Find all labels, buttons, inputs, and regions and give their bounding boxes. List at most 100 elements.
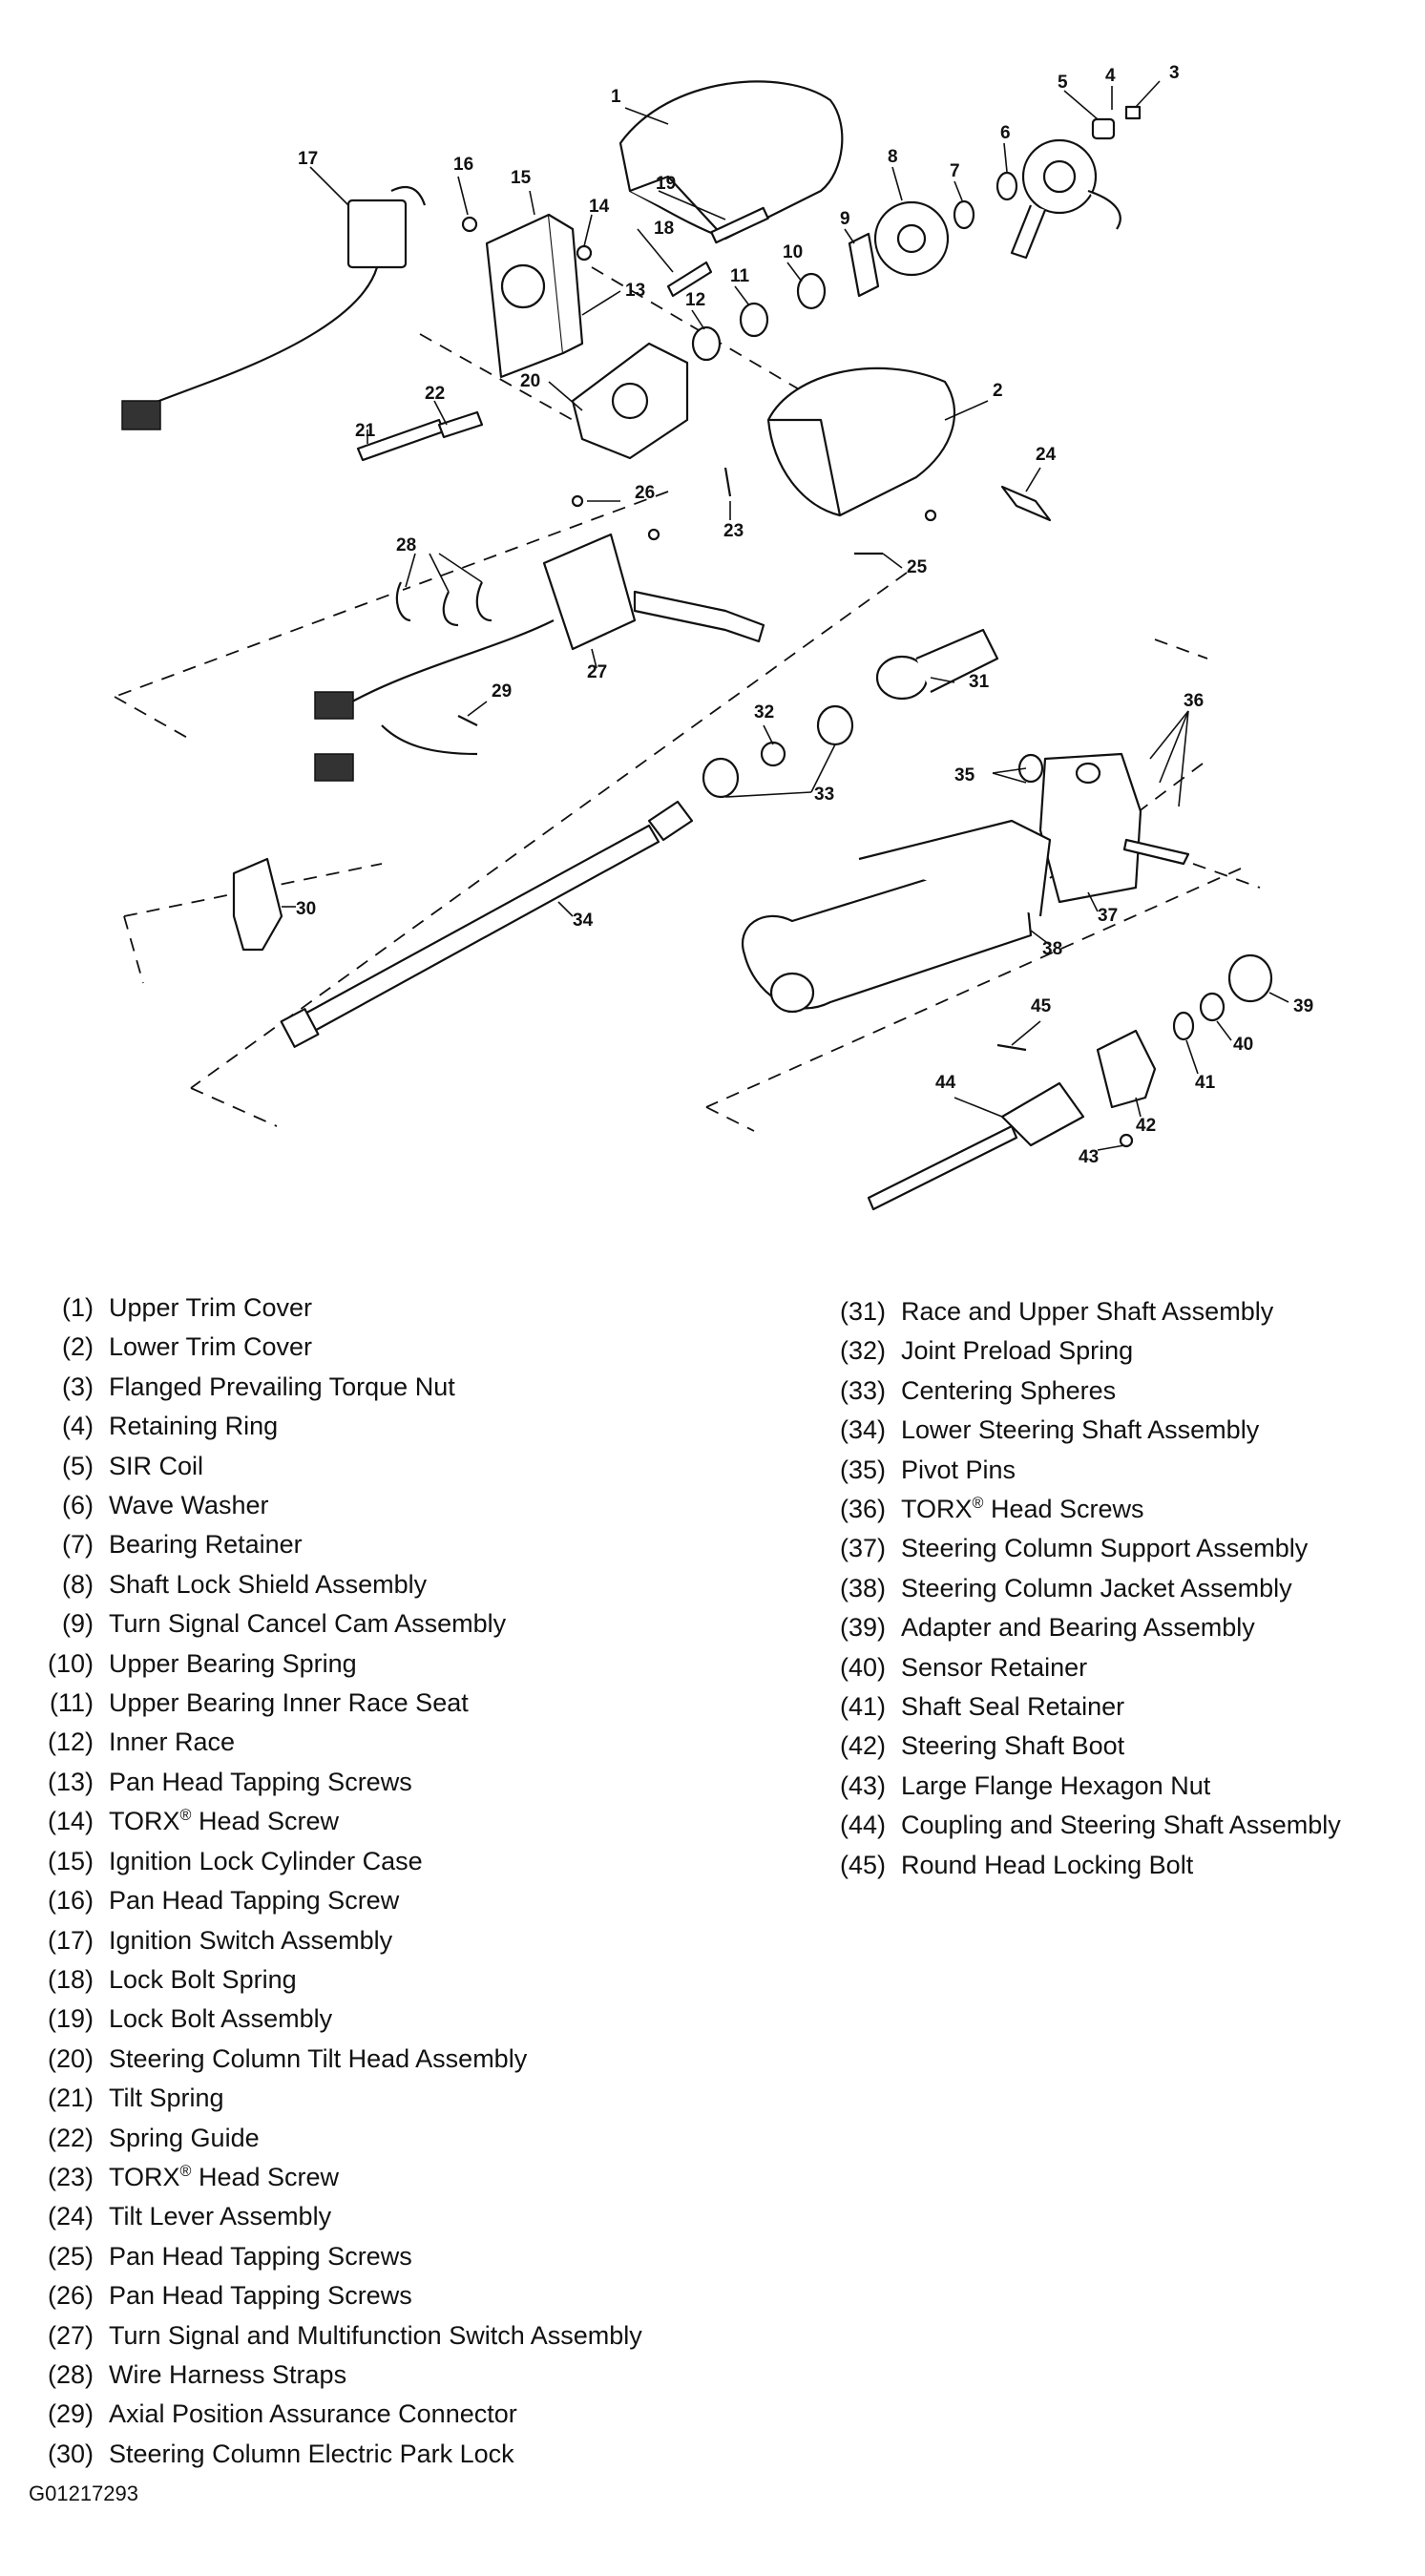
legend-item-name: Centering Spheres bbox=[901, 1375, 1117, 1405]
legend-item-name: TORX® Head Screws bbox=[901, 1495, 1144, 1524]
legend-item: (21)Tilt Spring bbox=[29, 2079, 643, 2118]
legend-item-name: Tilt Lever Assembly bbox=[109, 2202, 332, 2231]
callout-13: 13 bbox=[625, 281, 645, 301]
legend-item-number: (31) bbox=[839, 1297, 886, 1326]
legend-item: (15)Ignition Lock Cylinder Case bbox=[29, 1842, 643, 1881]
callout-1: 1 bbox=[611, 87, 621, 107]
legend-item-number: (3) bbox=[62, 1372, 94, 1401]
callout-labels: 1234567891011121314151617181920212223242… bbox=[296, 63, 1313, 1167]
lower-trim-cover bbox=[766, 367, 989, 517]
legend-item-number: (19) bbox=[47, 2004, 94, 2034]
legend-item-name: Lower Steering Shaft Assembly bbox=[901, 1415, 1260, 1445]
legend-item-name: Pivot Pins bbox=[901, 1455, 1016, 1484]
legend-item-number: (35) bbox=[839, 1455, 886, 1484]
legend-item: (26) Pan Head Tapping Screws bbox=[29, 2276, 643, 2315]
callout-34: 34 bbox=[573, 911, 594, 931]
legend-item-number: (33) bbox=[839, 1375, 886, 1405]
legend-left-column: (1)Upper Trim Cover(2)Lower Trim Cover(3… bbox=[29, 1288, 643, 2474]
callout-42: 42 bbox=[1136, 1116, 1156, 1136]
callout-16: 16 bbox=[453, 155, 473, 175]
legend-item-number: (36) bbox=[839, 1495, 886, 1524]
race-and-spheres bbox=[702, 628, 999, 799]
legend-item-number: (2) bbox=[62, 1332, 94, 1362]
legend-item-number: (45) bbox=[839, 1850, 886, 1879]
callout-27: 27 bbox=[587, 662, 607, 682]
legend-item: (45)Round Head Locking Bolt bbox=[821, 1846, 1341, 1885]
legend-item-number: (8) bbox=[62, 1569, 94, 1599]
legend-item-name: Ignition Lock Cylinder Case bbox=[109, 1846, 423, 1875]
callout-30: 30 bbox=[296, 899, 316, 919]
legend-item-name: Ignition Switch Assembly bbox=[109, 1925, 393, 1955]
legend-item-number: (44) bbox=[839, 1811, 886, 1840]
legend-item: (37)Steering Column Support Assembly bbox=[821, 1529, 1341, 1568]
callout-35: 35 bbox=[954, 765, 975, 785]
legend-item-number: (13) bbox=[47, 1767, 94, 1796]
callout-5: 5 bbox=[1058, 73, 1068, 93]
lock-cylinder-group bbox=[457, 176, 769, 379]
legend-item: (4)Retaining Ring bbox=[29, 1407, 643, 1446]
legend-item-name: Retaining Ring bbox=[109, 1412, 279, 1441]
legend-item-name: Race and Upper Shaft Assembly bbox=[901, 1297, 1274, 1326]
legend-item: (40)Sensor Retainer bbox=[821, 1648, 1341, 1687]
legend-item: (17) Ignition Switch Assembly bbox=[29, 1921, 643, 1960]
jacket-and-support bbox=[742, 710, 1190, 1014]
legend-item: (43)Large Flange Hexagon Nut bbox=[821, 1767, 1341, 1806]
legend-item-name: Joint Preload Spring bbox=[901, 1336, 1134, 1366]
legend-item: (34) Lower Steering Shaft Assembly bbox=[821, 1411, 1341, 1450]
callout-11: 11 bbox=[730, 266, 750, 286]
callout-39: 39 bbox=[1293, 996, 1313, 1016]
callout-31: 31 bbox=[969, 672, 990, 692]
legend-item: (5)SIR Coil bbox=[29, 1447, 643, 1486]
electric-park-lock bbox=[232, 857, 296, 952]
legend-right-column: (31) Race and Upper Shaft Assembly (32)Joi… bbox=[821, 1292, 1341, 1885]
callout-37: 37 bbox=[1098, 906, 1118, 926]
legend-item-number: (25) bbox=[47, 2241, 94, 2271]
callout-19: 19 bbox=[656, 174, 676, 194]
callout-43: 43 bbox=[1079, 1147, 1099, 1167]
legend-item-number: (14) bbox=[47, 1807, 94, 1836]
callout-29: 29 bbox=[492, 681, 512, 702]
legend-item-number: (20) bbox=[47, 2043, 94, 2073]
legend-item-number: (26) bbox=[47, 2281, 94, 2311]
tilt-head-group bbox=[356, 342, 732, 520]
legend-item-name: Turn Signal Cancel Cam Assembly bbox=[109, 1609, 507, 1639]
coupling-group bbox=[867, 953, 1289, 1211]
legend-item: (29)Axial Position Assurance Connector bbox=[29, 2395, 643, 2434]
callout-33: 33 bbox=[814, 785, 834, 805]
legend-item-name: Pan Head Tapping Screws bbox=[109, 2281, 412, 2311]
legend-item: (36) TORX® Head Screws bbox=[821, 1490, 1341, 1529]
legend-item-number: (17) bbox=[47, 1925, 94, 1955]
legend-item: (10)Upper Bearing Spring bbox=[29, 1644, 643, 1684]
legend-item: (7)Bearing Retainer bbox=[29, 1525, 643, 1564]
legend-item-name: TORX® Head Screw bbox=[109, 1807, 340, 1836]
legend-item: (39)Adapter and Bearing Assembly bbox=[821, 1608, 1341, 1647]
legend-item-number: (22) bbox=[47, 2123, 94, 2152]
legend-item-number: (5) bbox=[62, 1451, 94, 1480]
callout-10: 10 bbox=[783, 242, 803, 262]
legend-item-number: (41) bbox=[839, 1692, 886, 1722]
legend-item-name: Upper Trim Cover bbox=[109, 1293, 313, 1322]
legend-item: (30)Steering Column Electric Park Lock bbox=[29, 2435, 643, 2474]
legend-item: (8)Shaft Lock Shield Assembly bbox=[29, 1565, 643, 1604]
legend-item-name: Lower Trim Cover bbox=[109, 1332, 313, 1362]
callout-26: 26 bbox=[635, 483, 655, 503]
legend-item-name: Steering Column Tilt Head Assembly bbox=[109, 2043, 528, 2073]
coil-and-retainer-group bbox=[691, 80, 1161, 362]
legend-item-number: (34) bbox=[839, 1415, 886, 1445]
legend-item: (20) Steering Column Tilt Head Assembly bbox=[29, 2040, 643, 2079]
callout-36: 36 bbox=[1184, 691, 1204, 711]
callout-7: 7 bbox=[950, 161, 960, 181]
legend-item-number: (6) bbox=[62, 1491, 94, 1520]
legend-item: (32)Joint Preload Spring bbox=[821, 1331, 1341, 1371]
callout-23: 23 bbox=[723, 521, 744, 541]
small-fasteners bbox=[571, 467, 1052, 569]
legend-item: (38)Steering Column Jacket Assembly bbox=[821, 1569, 1341, 1608]
legend-item-name: Tilt Spring bbox=[109, 2084, 224, 2113]
legend-item-name: Axial Position Assurance Connector bbox=[109, 2399, 517, 2429]
legend-item-number: (23) bbox=[47, 2162, 94, 2191]
legend-item-number: (27) bbox=[47, 2320, 94, 2350]
callout-12: 12 bbox=[685, 290, 705, 310]
legend-item: (6)Wave Washer bbox=[29, 1486, 643, 1525]
legend-item-name: Bearing Retainer bbox=[109, 1530, 303, 1560]
exploded-view-diagram: 1234567891011121314151617181920212223242… bbox=[114, 63, 1313, 1211]
